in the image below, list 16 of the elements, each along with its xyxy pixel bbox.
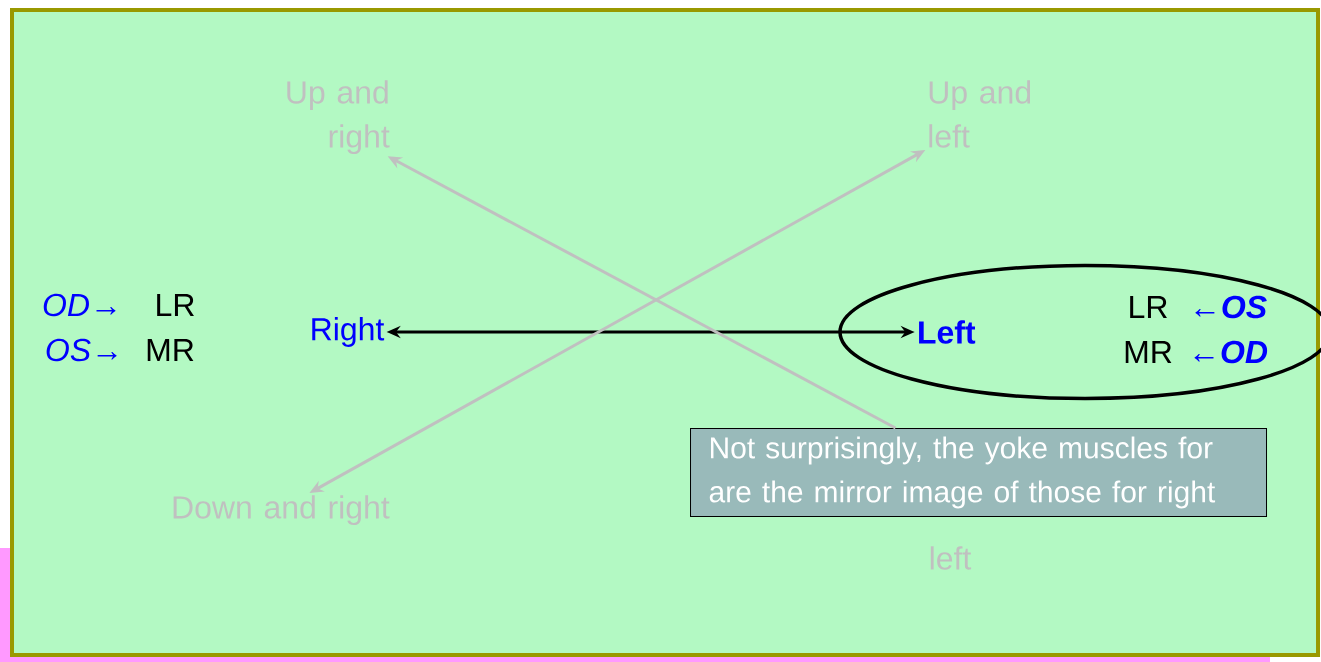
- muscle-label: OS→: [46, 338, 117, 362]
- muscle-label: ←OS: [1195, 295, 1267, 319]
- muscle-label: left: [930, 546, 972, 570]
- ellipse-outline: [838, 263, 1321, 401]
- direction-label: Left: [919, 320, 976, 344]
- direction-label: Up and left: [929, 80, 1031, 148]
- direction-label: Down and right: [173, 495, 390, 526]
- muscle-label: LR: [1130, 296, 1167, 318]
- note-box: Not surprisingly, the yoke muscles for are the mirror image of those for right: [690, 428, 1267, 517]
- muscle-label: LR: [157, 294, 194, 316]
- muscle-label: MR: [1125, 341, 1172, 363]
- muscle-label: MR: [147, 339, 194, 361]
- muscle-label: ←OD: [1194, 340, 1268, 364]
- direction-label: Up and right: [287, 80, 390, 155]
- muscle-label: OD→: [43, 293, 116, 317]
- direction-label: Right: [312, 317, 385, 347]
